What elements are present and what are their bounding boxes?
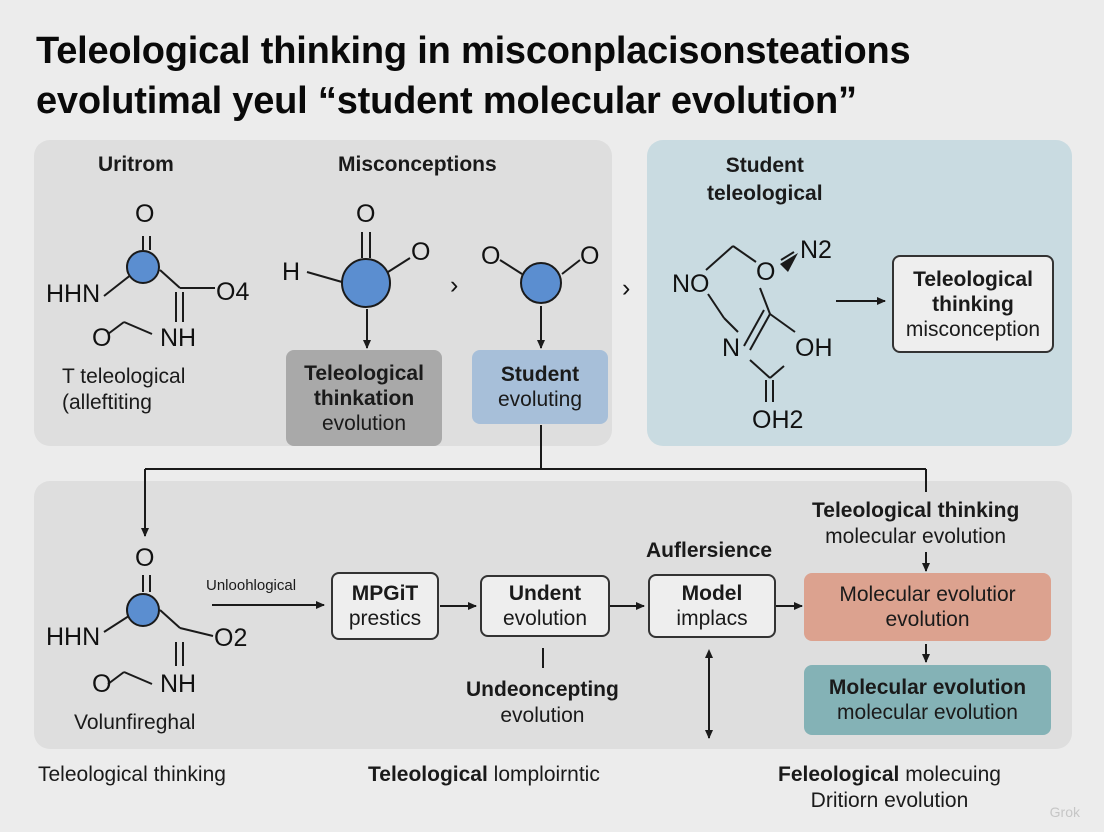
- atom-label: O: [135, 544, 154, 572]
- heading-uritrom: Uritrom: [98, 153, 174, 176]
- title-line-2: evolutimal yeul “student molecular evolu…: [36, 80, 857, 122]
- title-line-1: Teleological thinking in misconplacisons…: [36, 30, 911, 72]
- atom-label: HHN: [46, 280, 100, 308]
- footer-left: Teleological thinking: [38, 763, 226, 786]
- molecule-caption: T teleological (alleftiting: [62, 365, 186, 414]
- atom-circle: [520, 262, 562, 304]
- undent-evolution-box: Undent evolution: [480, 575, 610, 637]
- footer-right: Feleological molecuing Dritiorn evolutio…: [778, 763, 1001, 812]
- atom-label: O4: [216, 278, 249, 306]
- atom-label: OH: [795, 334, 833, 362]
- teleological-thinkation-box: Teleological thinkation evolution: [286, 350, 442, 446]
- molecule-caption-bottom: Volunfireghal: [74, 711, 196, 734]
- heading-misconceptions: Misconceptions: [338, 153, 497, 176]
- arrow-label: Unloohlogical: [206, 577, 297, 594]
- atom-label: NO: [672, 270, 710, 298]
- heading-student-teleological: Student teleological: [707, 154, 823, 205]
- molecular-evolution-salmon-box: Molecular evolutior evolution: [804, 573, 1051, 641]
- atom-circle: [126, 593, 160, 627]
- atom-label: ›: [450, 271, 458, 299]
- teleological-misconception-box: Teleological thinking misconception: [892, 255, 1054, 353]
- atom-label: H: [282, 258, 300, 286]
- atom-label: O2: [214, 624, 247, 652]
- watermark: Grok: [1049, 804, 1080, 820]
- footer-center: Teleological lomploirntic: [368, 763, 600, 786]
- undeoncepting-label: Undeoncepting evolution: [466, 678, 619, 727]
- molecular-evolution-teal-box: Molecular evolution molecular evolution: [804, 665, 1051, 735]
- atom-label: N2: [800, 236, 832, 264]
- model-implacs-box: Model implacs: [648, 574, 776, 638]
- atom-label: O: [356, 200, 375, 228]
- right-heading: Teleological thinking molecular evolutio…: [812, 499, 1020, 548]
- atom-label: O: [481, 242, 500, 270]
- atom-label: HHN: [46, 623, 100, 651]
- atom-label: O: [411, 238, 430, 266]
- atom-label: O: [756, 258, 775, 286]
- atom-label: O: [92, 670, 111, 698]
- auflersience-label: Auflersience: [646, 539, 773, 562]
- atom-label: O: [580, 242, 599, 270]
- atom-label: NH: [160, 324, 196, 352]
- atom-label: N: [722, 334, 740, 362]
- atom-label: O: [135, 200, 154, 228]
- atom-label: NH: [160, 670, 196, 698]
- atom-label: O: [92, 324, 111, 352]
- page-title: Teleological thinking in misconplacisons…: [36, 26, 1076, 126]
- atom-circle: [341, 258, 391, 308]
- student-evoluting-box: Student evoluting: [472, 350, 608, 424]
- atom-label: ›: [622, 274, 630, 302]
- atom-label: OH2: [752, 406, 803, 434]
- mpgit-prestics-box: MPGiT prestics: [331, 572, 439, 640]
- atom-circle: [126, 250, 160, 284]
